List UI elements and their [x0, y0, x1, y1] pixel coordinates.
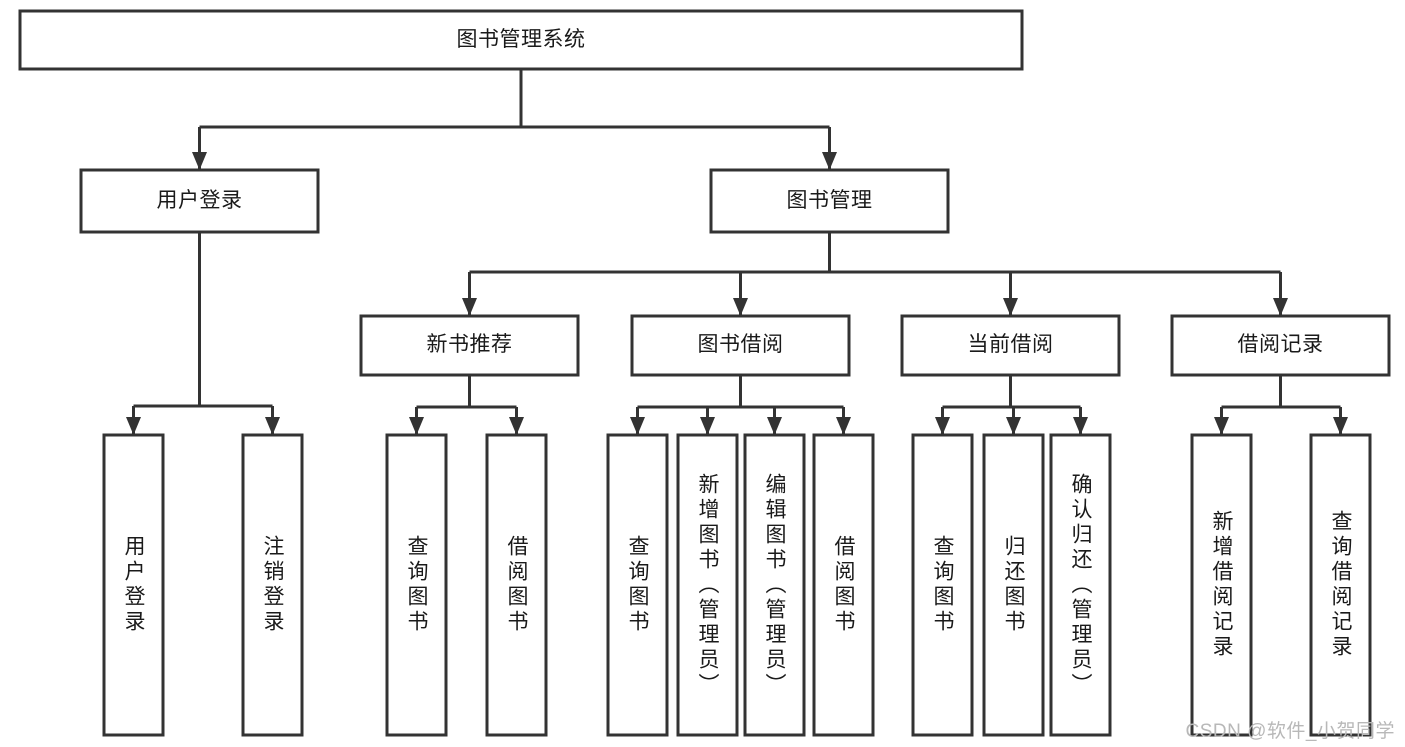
node-box-root[interactable]: [18, 9, 1024, 71]
connector-arrowhead: [509, 417, 524, 435]
connector-arrowhead: [1214, 417, 1229, 435]
connector-arrowhead: [1333, 417, 1348, 435]
connector-arrowhead: [1006, 417, 1021, 435]
node-box-borrow-record[interactable]: [1170, 314, 1391, 377]
connector-arrowhead: [700, 417, 715, 435]
watermark-text: CSDN @软件_小贺同学: [1185, 721, 1395, 742]
connector-layer: [126, 69, 1348, 435]
node-box-leaf-user-logout[interactable]: [241, 433, 304, 737]
connector-arrowhead: [822, 152, 837, 170]
node-box-leaf-user-login[interactable]: [102, 433, 165, 737]
node-box-book-borrow[interactable]: [630, 314, 851, 377]
connector-arrowhead: [462, 298, 477, 316]
connector-arrowhead: [935, 417, 950, 435]
connector-arrowhead: [126, 417, 141, 435]
node-box-leaf-edit-book-admin[interactable]: [743, 433, 806, 737]
node-box-book-manage[interactable]: [709, 168, 950, 234]
node-box-current-borrow[interactable]: [900, 314, 1121, 377]
connector-arrowhead: [1073, 417, 1088, 435]
node-box-leaf-confirm-return-admin[interactable]: [1049, 433, 1112, 737]
connector-arrowhead: [1003, 298, 1018, 316]
node-box-leaf-borrow-book-1[interactable]: [485, 433, 548, 737]
connector-arrowhead: [409, 417, 424, 435]
node-box-leaf-add-book-admin[interactable]: [676, 433, 739, 737]
connector-arrowhead: [630, 417, 645, 435]
connector-arrowhead: [733, 298, 748, 316]
node-box-leaf-query-book-2[interactable]: [606, 433, 669, 737]
node-box-leaf-borrow-book-2[interactable]: [812, 433, 875, 737]
node-box-leaf-query-borrow-record[interactable]: [1309, 433, 1372, 737]
node-box-leaf-add-borrow-record[interactable]: [1190, 433, 1253, 737]
connector-arrowhead: [265, 417, 280, 435]
connector-arrowhead: [836, 417, 851, 435]
node-box-leaf-query-book-1[interactable]: [385, 433, 448, 737]
node-box-leaf-query-book-3[interactable]: [911, 433, 974, 737]
connector-arrowhead: [192, 152, 207, 170]
node-box-leaf-return-book[interactable]: [982, 433, 1045, 737]
node-box-layer: [18, 9, 1391, 737]
node-box-new-book-rec[interactable]: [359, 314, 580, 377]
connector-arrowhead: [1273, 298, 1288, 316]
node-box-user-login[interactable]: [79, 168, 320, 234]
connector-arrowhead: [767, 417, 782, 435]
